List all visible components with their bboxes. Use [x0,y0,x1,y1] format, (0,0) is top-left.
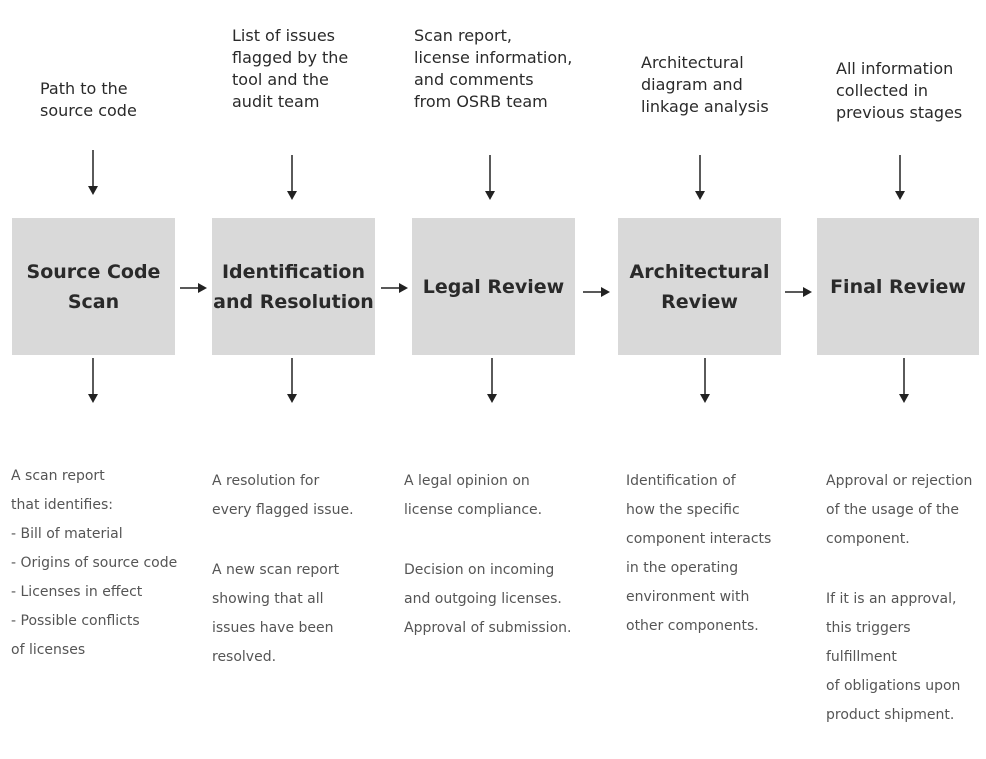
stage-4-box: Architectural Review [618,218,781,355]
stage-3-input-arrow [485,155,495,200]
connector-3-4-arrow [583,287,610,297]
connector-1-2-arrow [180,283,207,293]
stage-5-box: Final Review [817,218,979,355]
stage-1-output-arrow [88,358,98,403]
stage-2-title: Identification and Resolution [213,260,374,313]
stage-3-output-arrow [487,358,497,403]
stage-1-output-para-1: A scan report that identifies: - Bill of… [11,468,178,658]
stage-3-box: Legal Review [412,218,575,355]
stage-2-output-arrow [287,358,297,403]
stage-3-output-para-2: Decision on incoming and outgoing licens… [404,562,572,636]
stage-2-box: Identification and Resolution [212,218,375,355]
stage-3-title: Legal Review [422,275,565,298]
stage-1-title: Source Code Scan [26,260,161,313]
stage-5-output-para-1: Approval or rejection of the usage of th… [826,473,973,547]
stage-2-output-para-1: A resolution for every flagged issue. [212,473,354,518]
stage-5-output: Approval or rejection of the usage of th… [826,438,984,759]
connector-4-5-arrow [785,287,812,297]
stage-3-output-para-1: A legal opinion on license compliance. [404,473,543,518]
stage-5-output-arrow [899,358,909,403]
stage-2-input-arrow [287,155,297,200]
stage-2-output-para-2: A new scan report showing that all issue… [212,562,340,665]
connector-2-3-arrow [381,283,408,293]
stage-4-output-para-1: Identification of how the specific compo… [626,473,772,634]
stage-4-input: Architectural diagram and linkage analys… [641,53,769,116]
stage-3-output: A legal opinion on license compliance. D… [404,438,604,672]
stage-4-title: Architectural Review [629,260,770,313]
stage-5-title: Final Review [830,275,966,298]
stage-2-output: A resolution for every flagged issue. A … [212,438,392,701]
stage-1-input: Path to the source code [40,79,137,120]
stage-1-output: A scan report that identifies: - Bill of… [11,433,201,694]
stage-1-box: Source Code Scan [12,218,175,355]
stage-2-input: List of issues flagged by the tool and t… [232,26,349,111]
stage-5-input-arrow [895,155,905,200]
stage-3-input: Scan report, license information, and co… [414,26,573,111]
stage-4-output-arrow [700,358,710,403]
stage-5-input: All information collected in previous st… [836,59,963,122]
stage-1-input-arrow [88,150,98,195]
stage-4-output: Identification of how the specific compo… [626,438,811,670]
stage-5-output-para-2: If it is an approval, this triggers fulf… [826,591,961,723]
stage-4-input-arrow [695,155,705,200]
